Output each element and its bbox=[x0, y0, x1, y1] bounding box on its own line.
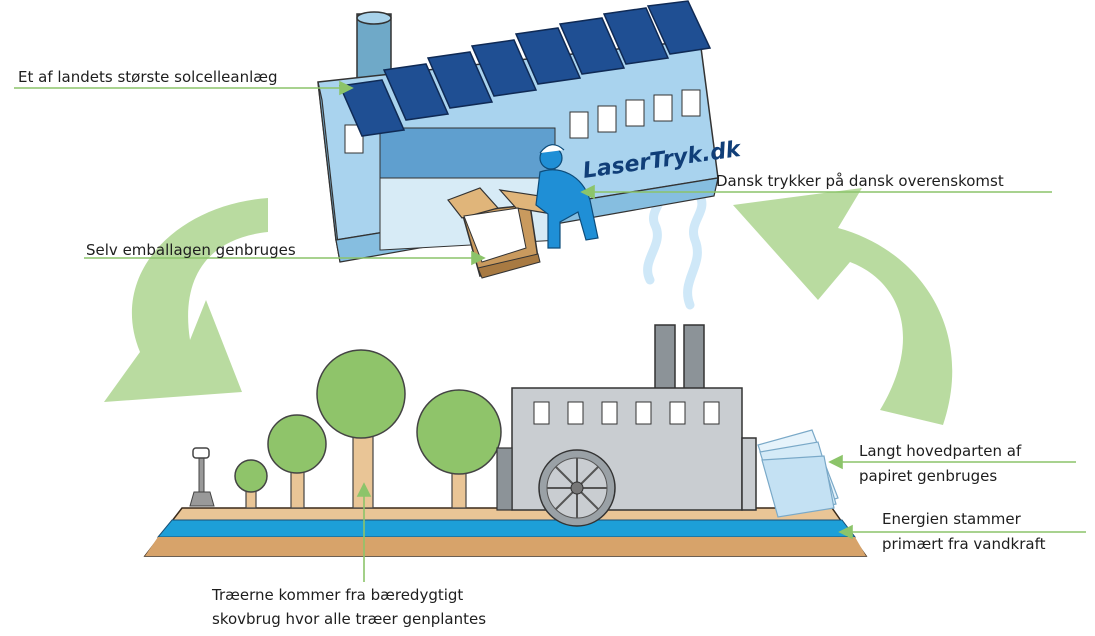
leader-lines bbox=[14, 80, 1086, 582]
ground bbox=[143, 507, 868, 557]
left-cycle-arrow bbox=[104, 198, 268, 402]
solar-panels bbox=[338, 0, 712, 137]
label-energy-line2: primært fra vandkraft bbox=[882, 535, 1046, 553]
trees bbox=[234, 349, 502, 509]
label-solar: Et af landets største solcelleanlæg bbox=[18, 68, 278, 86]
paper-stack-icon bbox=[757, 429, 839, 518]
label-printer: Dansk trykker på dansk overenskomst bbox=[716, 172, 1004, 190]
right-cycle-arrow bbox=[733, 188, 953, 425]
label-trees-line2: skovbrug hvor alle træer genplantes bbox=[212, 610, 487, 628]
label-energy-line1: Energien stammer bbox=[882, 510, 1021, 528]
shovel-icon bbox=[189, 447, 215, 507]
label-paper-line1: Langt hovedparten af bbox=[859, 442, 1022, 460]
cardboard-box-icon bbox=[447, 187, 554, 279]
label-paper-line2: papiret genbruges bbox=[859, 467, 998, 485]
label-trees-line1: Træerne kommer fra bæredygtigt bbox=[212, 586, 464, 604]
worker-icon bbox=[535, 144, 599, 249]
label-packaging: Selv emballagen genbruges bbox=[86, 241, 296, 259]
